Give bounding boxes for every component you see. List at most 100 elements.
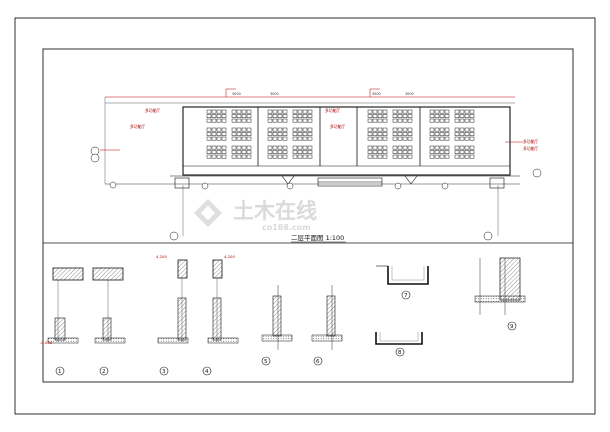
seat: [211, 136, 217, 141]
seat-blocks: [206, 109, 475, 159]
seat: [434, 136, 440, 141]
seat: [444, 145, 450, 150]
seat: [292, 154, 298, 159]
seat: [454, 154, 460, 159]
seat-block: [231, 109, 252, 123]
seat: [459, 145, 465, 150]
seat: [444, 118, 450, 123]
detail-1-number: 1: [58, 369, 62, 375]
seat: [382, 109, 388, 114]
room-label-3: 多功能厅: [325, 108, 340, 113]
seat: [382, 118, 388, 123]
seat: [377, 109, 383, 114]
outer-frame: [14, 17, 596, 415]
seat: [282, 136, 288, 141]
seat: [302, 127, 308, 132]
seat: [407, 118, 413, 123]
detail-7: 7: [376, 265, 429, 300]
seat: [211, 145, 217, 150]
seat: [236, 109, 242, 114]
seat: [382, 150, 388, 154]
seat: [277, 114, 283, 118]
seat: [464, 136, 470, 141]
seat-block: [429, 145, 450, 159]
seat: [282, 150, 288, 154]
seat: [429, 109, 435, 114]
seat: [231, 145, 237, 150]
detail-7-number: 7: [404, 293, 408, 299]
seat: [464, 132, 470, 136]
seat: [464, 154, 470, 159]
seat: [372, 150, 378, 154]
detail-2-number: 2: [102, 369, 106, 375]
seat: [407, 109, 413, 114]
seat: [397, 136, 403, 141]
seat: [216, 127, 222, 132]
seat: [221, 154, 227, 159]
dimension-4: 3000: [405, 92, 414, 96]
seat: [397, 127, 403, 132]
seat: [272, 114, 278, 118]
seat: [211, 132, 217, 136]
seat: [277, 136, 283, 141]
room-label-6: 多功能厅: [523, 146, 538, 151]
seat: [367, 109, 373, 114]
building-outline: [182, 106, 511, 176]
seat: [231, 136, 237, 141]
seat-block: [367, 145, 388, 159]
seat: [246, 154, 252, 159]
seat: [439, 127, 445, 132]
seat: [459, 109, 465, 114]
seat: [459, 132, 465, 136]
seat: [282, 114, 288, 118]
seat: [464, 145, 470, 150]
seat-block: [231, 145, 252, 159]
detail-9-number: 9: [510, 324, 514, 330]
seat: [469, 127, 475, 132]
seat: [439, 145, 445, 150]
seat: [307, 150, 313, 154]
seat: [444, 127, 450, 132]
seat: [292, 136, 298, 141]
seat: [459, 118, 465, 123]
annotation-leaders: [100, 88, 523, 151]
seat: [211, 150, 217, 154]
seat: [434, 150, 440, 154]
seat: [377, 118, 383, 123]
seat-block: [454, 127, 475, 141]
seat: [241, 114, 247, 118]
seat: [367, 150, 373, 154]
seat: [429, 127, 435, 132]
seat: [402, 150, 408, 154]
seat: [302, 150, 308, 154]
seat: [372, 118, 378, 123]
detail-5: 5: [261, 285, 293, 366]
seat: [267, 154, 273, 159]
seat: [407, 114, 413, 118]
seat-block: [429, 109, 450, 123]
seat: [282, 109, 288, 114]
seat: [454, 150, 460, 154]
seat: [206, 145, 212, 150]
seat: [267, 127, 273, 132]
seat: [246, 145, 252, 150]
seat: [464, 114, 470, 118]
seat: [246, 127, 252, 132]
room-dividers: [257, 107, 421, 166]
seat: [231, 154, 237, 159]
seat: [277, 145, 283, 150]
seat: [469, 118, 475, 123]
detail-4-level: 4.200: [224, 254, 235, 259]
seat: [302, 145, 308, 150]
seat: [439, 136, 445, 141]
seat: [302, 118, 308, 123]
seat: [302, 109, 308, 114]
seat: [221, 145, 227, 150]
seat: [397, 109, 403, 114]
seat: [377, 114, 383, 118]
seat: [216, 154, 222, 159]
seat: [429, 150, 435, 154]
detail-4-number: 4: [205, 369, 209, 375]
seat-block: [267, 145, 288, 159]
seat: [277, 154, 283, 159]
